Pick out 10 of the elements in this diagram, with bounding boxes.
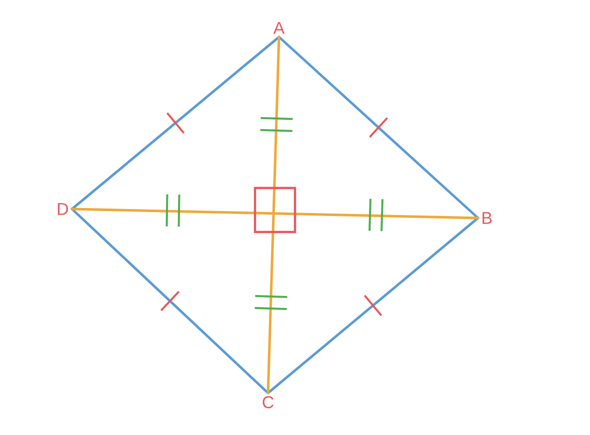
diagonal — [266, 36, 280, 394]
vertex-label: D — [58, 203, 68, 215]
vertex-label: B — [482, 212, 492, 224]
side-line — [278, 36, 480, 220]
side-line — [70, 208, 270, 394]
diagonal — [70, 208, 480, 220]
vertex-label: C — [262, 396, 274, 408]
vertex-label: A — [273, 22, 285, 34]
side-line — [266, 216, 480, 394]
side-line — [70, 36, 280, 210]
